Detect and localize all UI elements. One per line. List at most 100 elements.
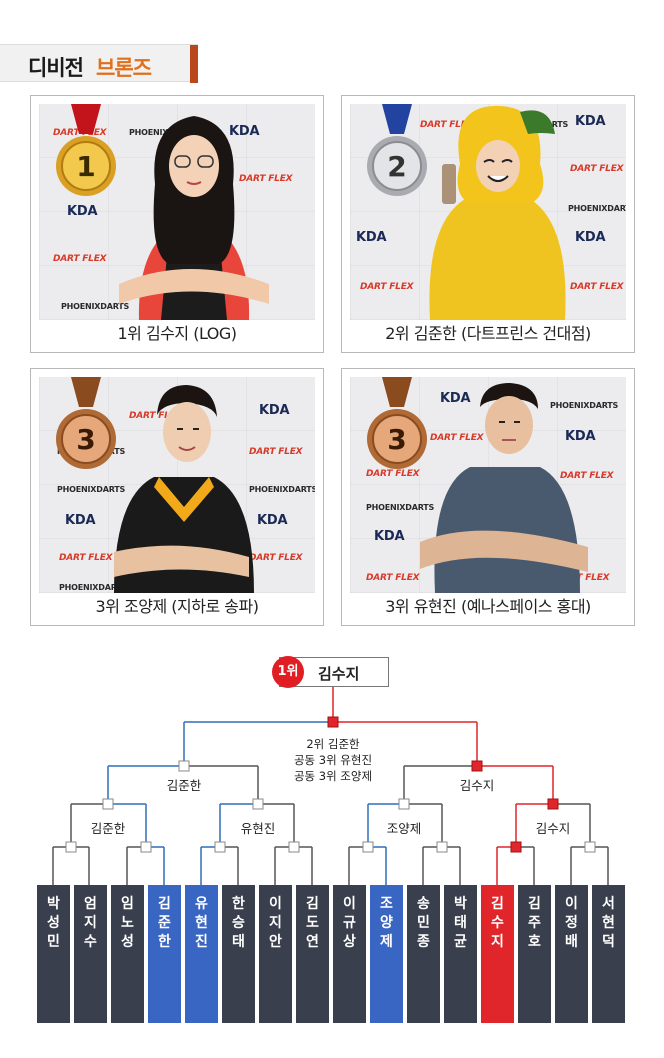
- player-name-char: 종: [417, 934, 430, 950]
- player-name-char: 수: [84, 934, 97, 950]
- kda-logo: KDA: [575, 230, 606, 245]
- player-name-char: 민: [47, 934, 60, 950]
- player-name-char: 현: [195, 915, 208, 931]
- winner-card-4: KDA PHOENIXDARTS DART FLEX KDA DART FLEX…: [341, 368, 635, 626]
- kda-logo: KDA: [229, 124, 260, 139]
- player-name-char: 송: [417, 896, 430, 912]
- semi-right-winner-label: 김수지: [459, 778, 495, 793]
- player-name-char: 연: [306, 934, 319, 950]
- player-photo-figure: [420, 383, 588, 593]
- winner-caption-1: 1위 김수지 (LOG): [117, 324, 237, 343]
- phoenix-logo: PHOENIXDARTS: [59, 583, 128, 592]
- player-name-char: 양: [380, 915, 393, 931]
- dartflex-logo: DART FLEX: [570, 164, 624, 174]
- dartflex-logo: DART FLEX: [366, 573, 420, 583]
- player-name-char: 도: [306, 915, 319, 931]
- section-title-highlight: 브론즈: [96, 56, 152, 80]
- winner-caption-4: 3위 유현진 (예나스페이스 홍대): [385, 597, 591, 616]
- player-name-char: 상: [343, 934, 356, 950]
- dartflex-logo: DART FLEX: [249, 447, 303, 457]
- winner-photo-3: DART FLEX KDA PHOENIXDARTS DART FLEX PHO…: [39, 377, 315, 593]
- dartflex-logo: DART FLEX: [129, 411, 183, 421]
- winner-photo-2: DART FLEX PHOENIXDARTS KDA DART FLEX PHO…: [350, 104, 626, 320]
- final-results-info: 2위 김준한 공동 3위 유현진 공동 3위 조양제: [270, 736, 396, 784]
- champion-name: 김수지: [318, 665, 360, 683]
- dartflex-logo: DART FLEX: [239, 174, 293, 184]
- player-name-char: 지: [491, 934, 504, 950]
- player-name-char: 한: [158, 934, 171, 950]
- phoenix-logo: PHOENIXDARTS: [550, 401, 619, 410]
- dartflex-logo: DART FLEX: [556, 573, 610, 583]
- player-name-char: 호: [528, 934, 541, 950]
- medal-rank-number: 3: [387, 423, 406, 456]
- dartflex-logo: DART FLEX: [59, 553, 113, 563]
- kda-logo: KDA: [259, 403, 290, 418]
- player-name-char: 김: [158, 896, 171, 912]
- dartflex-logo: DART FLEX: [560, 471, 614, 481]
- semi-left-winner-label: 김준한: [166, 778, 202, 793]
- player-name-char: 태: [454, 915, 467, 931]
- qf-winner-label: 유현진: [240, 821, 276, 836]
- winner-photo-1: DART FLEX PHOENIXDARTS KDA DART FLEX KDA…: [39, 104, 315, 320]
- player-name-char: 성: [121, 934, 134, 950]
- qf-winner-label: 김준한: [90, 821, 126, 836]
- player-name-char: 노: [121, 915, 134, 931]
- phoenix-logo: PHOENIXDARTS: [366, 503, 435, 512]
- final-info-line: 공동 3위 유현진: [293, 753, 373, 767]
- medal-rank-number: 2: [387, 150, 406, 183]
- phoenix-logo: PHOENIXDARTS: [568, 204, 626, 213]
- player-name-char: 민: [417, 915, 430, 931]
- player-name-char: 규: [343, 915, 356, 931]
- phoenix-logo: PHOENIXDARTS: [129, 128, 198, 137]
- phoenix-logo: PHOENIXDARTS: [61, 302, 130, 311]
- player-name-char: 박: [47, 896, 60, 912]
- bronze-medal-icon: 3: [56, 377, 116, 469]
- player-name-char: 수: [491, 915, 504, 931]
- winner-card-2: DART FLEX PHOENIXDARTS KDA DART FLEX PHO…: [341, 95, 635, 353]
- final-info-line: 2위 김준한: [306, 737, 360, 751]
- qf-winner-label: 김수지: [535, 821, 571, 836]
- player-name-char: 임: [121, 896, 134, 912]
- kda-logo: KDA: [65, 513, 96, 528]
- phoenix-logo: PHOENIXDARTS: [249, 485, 315, 494]
- winner-card-1: DART FLEX PHOENIXDARTS KDA DART FLEX KDA…: [30, 95, 324, 353]
- phoenix-logo: PHOENIXDARTS: [57, 485, 126, 494]
- player-name-char: 지: [269, 915, 282, 931]
- gold-medal-icon: 1: [56, 104, 116, 196]
- medal-rank-number: 3: [76, 423, 95, 456]
- dartflex-logo: DART FLEX: [360, 282, 414, 292]
- section-title-accent-bar: [190, 45, 198, 83]
- player-photo-figure: [429, 105, 566, 320]
- player-name-char: 김: [491, 896, 504, 912]
- dartflex-logo: DART FLEX: [430, 433, 484, 443]
- player-name-char: 김: [306, 896, 319, 912]
- player-name-char: 정: [565, 915, 578, 931]
- kda-logo: KDA: [374, 529, 405, 544]
- final-info-line: 공동 3위 조양제: [293, 769, 373, 783]
- player-photo-figure: [119, 116, 269, 320]
- player-name-char: 균: [454, 934, 467, 950]
- player-name-char: 엄: [84, 896, 97, 912]
- kda-logo: KDA: [440, 391, 471, 406]
- player-name-char: 준: [158, 915, 171, 931]
- player-name-char: 한: [232, 896, 245, 912]
- player-name-char: 태: [232, 934, 245, 950]
- player-name-char: 이: [343, 896, 356, 912]
- player-name-char: 제: [380, 934, 393, 950]
- kda-logo: KDA: [356, 230, 387, 245]
- winner-caption-3: 3위 조양제 (지하로 송파): [95, 597, 259, 616]
- winner-caption-2: 2위 김준한 (다트프린스 건대점): [385, 324, 591, 343]
- player-name-char: 이: [565, 896, 578, 912]
- silver-medal-icon: 2: [367, 104, 427, 196]
- section-title-prefix: 디비전: [28, 56, 84, 80]
- champion-box: 1위 김수지: [272, 656, 389, 688]
